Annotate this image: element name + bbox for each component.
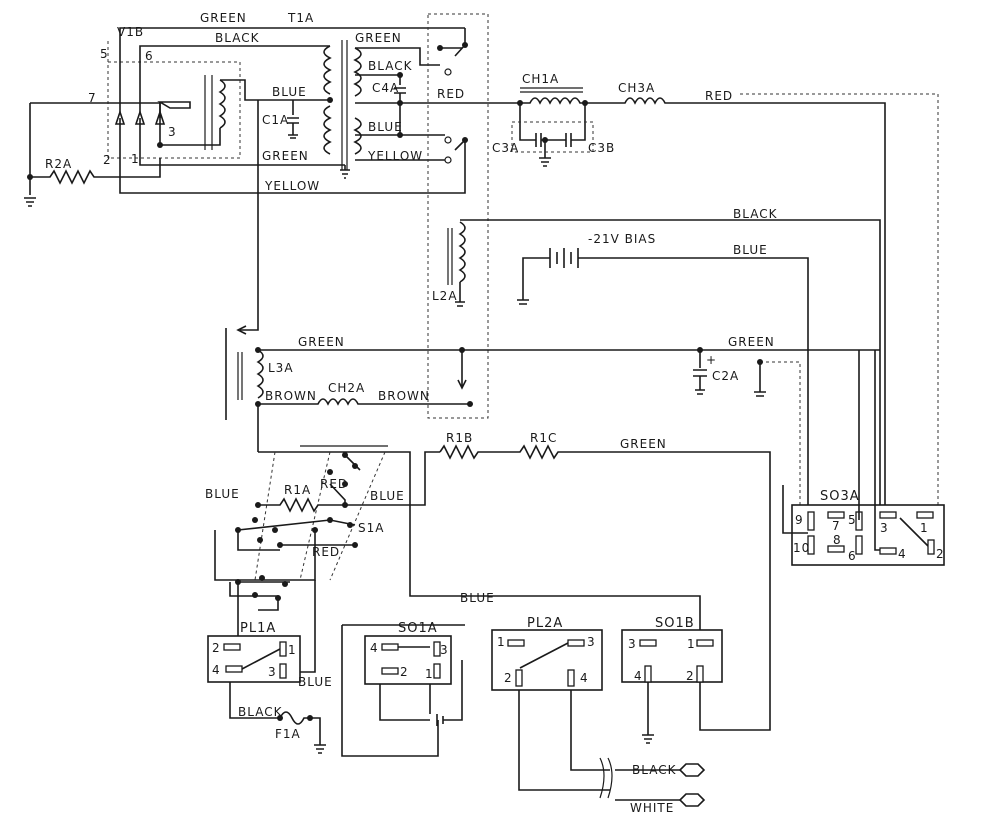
t1a-label: T1A — [287, 11, 314, 25]
so3a-pin-9: 9 — [795, 513, 804, 527]
wire-green-l3: GREEN — [298, 335, 345, 349]
s1a-switch-section: RED BLUE BLUE R1A R1B R1C GREEN S1A RED — [205, 431, 771, 731]
so3a-pin-6: 6 — [848, 549, 857, 563]
bias-label: -21V BIAS — [588, 232, 656, 246]
ch3a-label: CH3A — [618, 81, 655, 95]
wire-white-out: WHITE — [630, 801, 674, 815]
pl1a-connector: PL1A 2 1 4 3 BLUE BLACK F1A — [207, 621, 333, 754]
l3a-label: L3A — [268, 361, 294, 375]
so1a-label: SO1A — [398, 621, 438, 636]
ch1a-label: CH1A — [522, 72, 559, 86]
pl1a-pin-3: 3 — [268, 665, 277, 679]
so3a-pin-8: 8 — [833, 533, 842, 547]
wire-red-right: RED — [705, 89, 733, 103]
r1b-label: R1B — [446, 431, 473, 445]
so1a-pin-2: 2 — [400, 665, 409, 679]
wire-blue-mid: BLUE — [460, 591, 495, 605]
wire-black-t1: BLACK — [368, 59, 413, 73]
so3a-pin-2: 2 — [936, 547, 945, 561]
l2a-bias-section: L2A BLACK -21V BIAS BLUE — [432, 207, 881, 520]
l3a-section: L3A GREEN GREEN + C2A BROWN CH2A BROWN — [225, 100, 880, 520]
wire-brown-right: BROWN — [378, 389, 430, 403]
so1b-pin-1: 1 — [687, 637, 696, 651]
so1a-pin-1: 1 — [425, 667, 434, 681]
so3a-connector: SO3A 9 7 5 3 1 10 8 6 4 2 — [782, 350, 945, 566]
so3a-pin-3: 3 — [880, 521, 889, 535]
pin-2-label: 2 — [103, 153, 112, 167]
wire-red-top: RED — [437, 87, 465, 101]
wire-black-top: BLACK — [215, 31, 260, 45]
so1b-pin-3: 3 — [628, 637, 637, 651]
pl1a-label: PL1A — [240, 621, 276, 636]
wire-green-top: GREEN — [200, 11, 247, 25]
pl2a-connector: PL2A 1 3 2 4 BLACK WHITE — [491, 616, 706, 815]
wire-red-s1: RED — [320, 477, 348, 491]
wire-blue-s1-left: BLUE — [205, 487, 240, 501]
so1a-pin-3: 3 — [440, 643, 449, 657]
t1a-transformer: GREEN BLACK C4A BLUE YELLOW BLUE RED GRE… — [262, 28, 520, 179]
pin-5-label: 5 — [100, 47, 109, 61]
pl2a-pin-4: 4 — [580, 671, 589, 685]
l2a-label: L2A — [432, 289, 458, 303]
so3a-pin-7: 7 — [832, 519, 841, 533]
wire-blue-pl1: BLUE — [298, 675, 333, 689]
pl2a-pin-2: 2 — [504, 671, 513, 685]
wire-blue-t1: BLUE — [368, 120, 403, 134]
l2a-enclosure — [427, 13, 489, 419]
so3a-pin-4: 4 — [898, 547, 907, 561]
f1a-label: F1A — [275, 727, 301, 741]
filter-section: CH1A C3A C3B CH3A RED — [492, 72, 939, 520]
wire-blue-c1: BLUE — [272, 85, 307, 99]
wire-blue-s1-right: BLUE — [370, 489, 405, 503]
pl1a-pin-2: 2 — [212, 641, 221, 655]
wire-yellow-t1: YELLOW — [367, 149, 423, 163]
c3b-label: C3B — [588, 141, 615, 155]
v1b-label: V1B — [117, 25, 144, 39]
pl1a-pin-1: 1 — [288, 643, 297, 657]
so3a-pin-10: 10 — [793, 541, 810, 555]
so3a-pin-1: 1 — [920, 521, 929, 535]
pin-3-label: 3 — [168, 125, 177, 139]
wire-blue-bias: BLUE — [733, 243, 768, 257]
wire-black-fuse: BLACK — [238, 705, 283, 719]
s1a-label: S1A — [358, 521, 384, 535]
pin-6-label: 6 — [145, 49, 154, 63]
so1b-pin-4: 4 — [634, 669, 643, 683]
r2a-label: R2A — [45, 157, 72, 171]
c4a-label: C4A — [372, 81, 399, 95]
c1a-label: C1A — [262, 113, 289, 127]
pl2a-label: PL2A — [527, 616, 563, 631]
pl2a-pin-1: 1 — [497, 635, 506, 649]
so3a-label: SO3A — [820, 489, 860, 504]
wire-brown-left: BROWN — [265, 389, 317, 403]
top-wiring: GREEN T1A BLACK YELLOW — [119, 11, 466, 194]
pl2a-pin-3: 3 — [587, 635, 596, 649]
wire-black-right: BLACK — [733, 207, 778, 221]
pin-1-label: 1 — [131, 152, 140, 166]
wire-green-lower: GREEN — [262, 149, 309, 163]
so1b-label: SO1B — [655, 616, 695, 631]
wire-green-t1: GREEN — [355, 31, 402, 45]
wire-green-c2: GREEN — [728, 335, 775, 349]
r1a-label: R1A — [284, 483, 311, 497]
so1a-connector: SO1A 4 3 2 1 — [341, 621, 465, 757]
wire-black-out: BLACK — [632, 763, 677, 777]
c2a-plus: + — [706, 353, 717, 367]
so1b-pin-2: 2 — [686, 669, 695, 683]
c2a-label: C2A — [712, 369, 739, 383]
wire-yellow-bottom: YELLOW — [264, 179, 320, 193]
so1b-connector: SO1B 3 1 4 2 — [621, 616, 723, 744]
so1a-pin-4: 4 — [370, 641, 379, 655]
pl1a-pin-4: 4 — [212, 663, 221, 677]
r1c-label: R1C — [530, 431, 557, 445]
ch2a-label: CH2A — [328, 381, 365, 395]
wire-red-s1b: RED — [312, 545, 340, 559]
wire-green-r1: GREEN — [620, 437, 667, 451]
pin-7-label: 7 — [88, 91, 97, 105]
so3a-pin-5: 5 — [848, 513, 857, 527]
c3a-label: C3A — [492, 141, 519, 155]
